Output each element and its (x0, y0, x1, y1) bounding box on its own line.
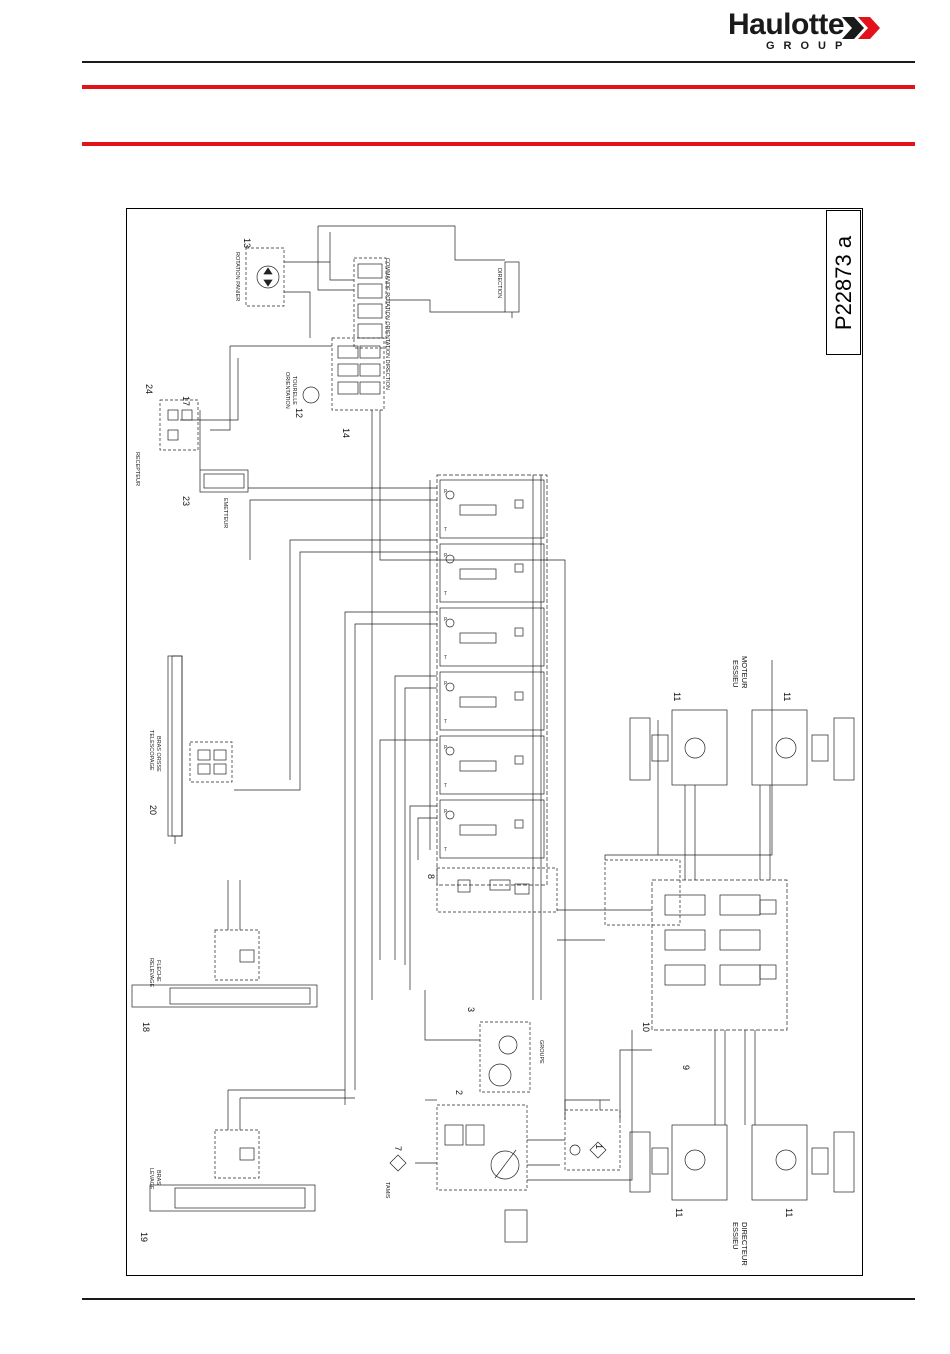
groupe-motor-box (479, 1021, 531, 1093)
item-12: 12 (294, 408, 304, 418)
traction-valve-block (651, 879, 788, 1031)
label-relevage-2: FLECHE (155, 960, 161, 982)
item-17: 17 (181, 396, 191, 406)
item-2: 2 (454, 1090, 464, 1095)
wheel-4 (833, 1131, 855, 1193)
title-rule-top (82, 85, 915, 89)
logo-wordmark: Haulotte (728, 8, 845, 41)
item-11-b: 11 (782, 692, 792, 701)
telescopage-cylinder (167, 655, 183, 837)
svg-text:T: T (444, 847, 447, 853)
svg-text:T: T (444, 783, 447, 789)
svg-text:P: P (444, 809, 448, 815)
label-essieu-directeur-1: ESSIEU (731, 1222, 740, 1250)
item-10: 10 (641, 1022, 651, 1032)
svg-text:T: T (444, 591, 447, 597)
item-23: 23 (181, 496, 191, 506)
label-essieu-moteur-1: ESSIEU (731, 660, 740, 688)
label-levage-2: BRAS (155, 1170, 161, 1185)
logo-chevrons-icon (842, 17, 880, 39)
essieu-directeur-left (671, 1124, 728, 1201)
label-essieu-directeur-2: DIRECTEUR (740, 1222, 749, 1266)
item-13: 13 (242, 238, 252, 248)
hydraulic-schematic-frame (126, 208, 863, 1276)
item-9: 9 (681, 1065, 691, 1070)
svg-text:T: T (444, 527, 447, 533)
orientation-tourelle-motor (302, 386, 320, 404)
title-rule-bottom (82, 142, 915, 146)
direction-cylinder (504, 261, 520, 313)
drawing-reference-box: P22873 a (826, 210, 861, 355)
svg-text:T: T (444, 655, 447, 661)
label-emetteur: EMETTEUR (222, 498, 228, 528)
filter-1-box (564, 1109, 621, 1171)
svg-text:P: P (444, 681, 448, 687)
main-pump (490, 1150, 520, 1180)
item-20: 20 (148, 805, 158, 815)
item-7: 7 (393, 1146, 403, 1151)
essieu-moteur-right (751, 709, 808, 786)
label-telescopage-1: TELESCOPAGE (148, 730, 154, 771)
rotation-panier-motor (256, 265, 280, 289)
electric-motor (488, 1063, 512, 1087)
svg-text:P: P (444, 553, 448, 559)
wheel-1 (629, 717, 651, 781)
hydraulic-pump (498, 1035, 518, 1055)
recepteur-block (159, 399, 199, 451)
label-relevage-1: RELEVAGE (148, 958, 154, 988)
rotation-panier-motor-box (245, 247, 285, 307)
label-telescopage-2: BRAS ORSSE (155, 736, 161, 772)
distributor-sections (439, 479, 545, 859)
orientation-valve-block (331, 337, 385, 411)
filter-2 (569, 1144, 581, 1156)
label-essieu-moteur-2: MOTEUR (740, 656, 749, 689)
svg-text:P: P (444, 489, 448, 495)
pump-group-2 (436, 1104, 528, 1191)
emetteur-cylinder (199, 469, 249, 493)
essieu-directeur-right (751, 1124, 808, 1201)
svg-text:T: T (444, 719, 447, 725)
header-rule (82, 61, 915, 63)
distributor-stack (436, 474, 548, 886)
haulotte-logo: Haulotte GROUP (728, 8, 888, 54)
label-tourelle: TOURELLE (291, 376, 297, 405)
item-11-c: 11 (674, 1208, 684, 1217)
relevage-valve-block (214, 929, 260, 981)
item-24: 24 (144, 384, 154, 394)
wheel-3 (629, 1131, 651, 1193)
item-19: 19 (139, 1232, 149, 1242)
valve-block-8 (436, 867, 558, 913)
label-direction: DIRECTION (496, 268, 502, 298)
tank (504, 1209, 528, 1243)
item-11-d: 11 (784, 1208, 794, 1217)
label-groupe: GROUPE (538, 1040, 544, 1064)
label-tamis: TAMIS (384, 1182, 390, 1199)
label-recepteur: RECEPTEUR (134, 452, 140, 486)
levage-valve-block (214, 1129, 260, 1179)
logo-group-text: GROUP (766, 40, 852, 52)
label-levage-1: LEVAGE (148, 1168, 154, 1190)
levage-cylinder (149, 1184, 316, 1212)
item-8: 8 (426, 874, 436, 879)
relevage-cylinder (131, 984, 318, 1008)
item-14: 14 (341, 428, 351, 438)
label-orientation: ORIENTATION (284, 372, 290, 409)
item-18: 18 (141, 1022, 151, 1032)
label-rotation-panier: ROTATION PANIER (234, 252, 240, 301)
direction-valve-block (353, 257, 387, 349)
svg-text:P: P (444, 617, 448, 623)
item-1: 1 (594, 1144, 604, 1149)
item-3: 3 (466, 1007, 476, 1012)
label-commande: COMMANDE ROTATION ORIENTATION DIRECTION (384, 258, 390, 390)
svg-text:P: P (444, 745, 448, 751)
telescopage-valve-block (189, 741, 233, 783)
wheel-2 (833, 717, 855, 781)
essieu-moteur-left (671, 709, 728, 786)
footer-rule (82, 1298, 915, 1300)
item-11-a: 11 (672, 692, 682, 701)
